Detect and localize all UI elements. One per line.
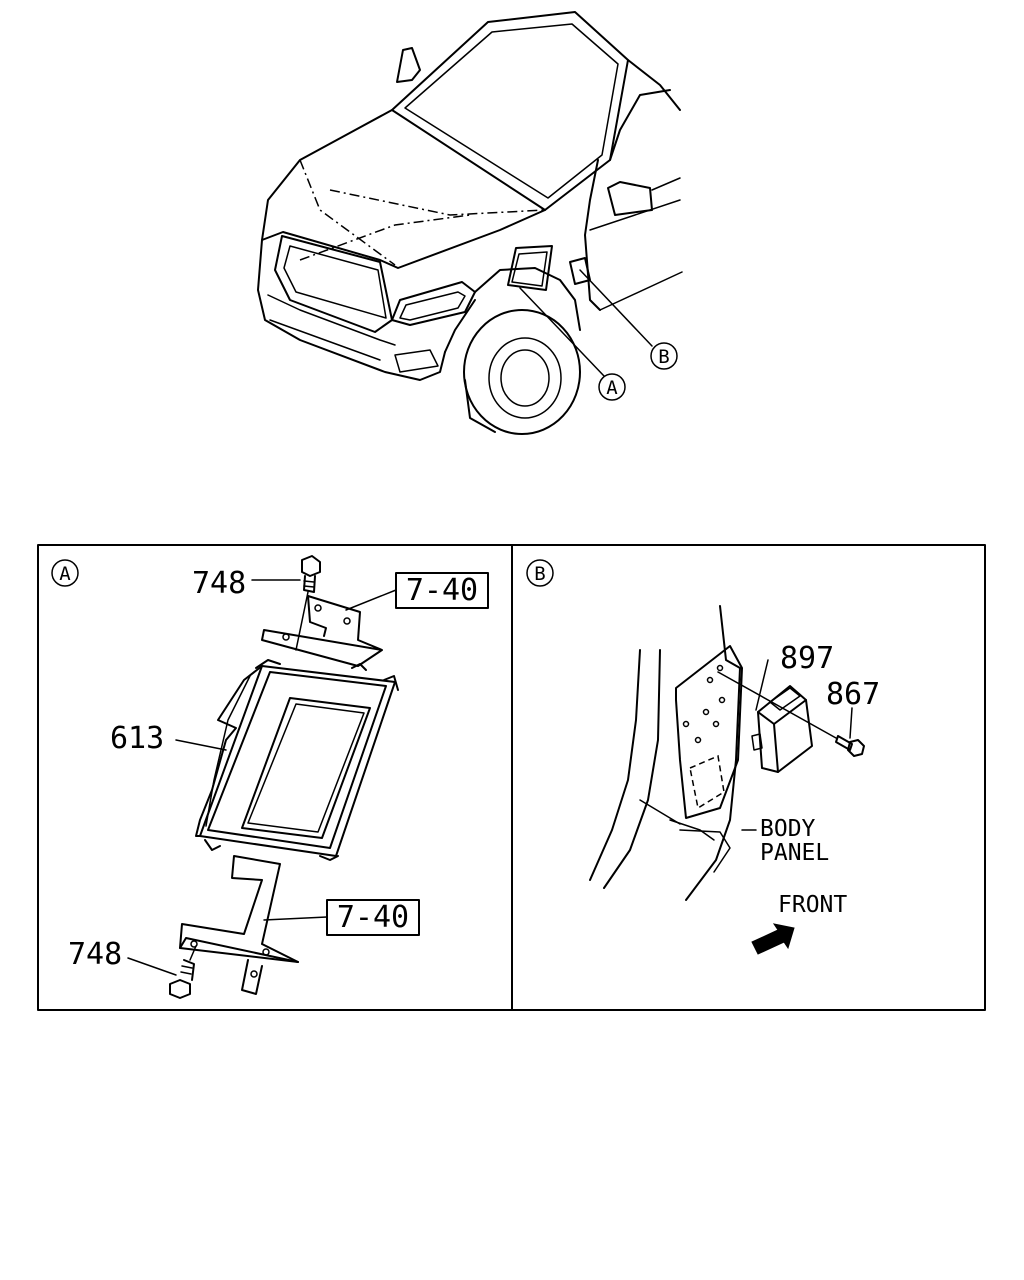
ref-7-40-bottom: 7-40	[337, 900, 409, 935]
part-number-748-bottom: 748	[68, 937, 122, 972]
bolt-top	[295, 555, 321, 651]
body-panel-pillar	[589, 605, 743, 901]
ref-7-40-top: 7-40	[406, 573, 478, 608]
panel-a: A 748 7-40	[51, 555, 489, 999]
bracket-bottom	[179, 855, 299, 995]
bracket-top	[261, 595, 383, 667]
bolt-867	[835, 735, 865, 757]
front-label: FRONT	[778, 892, 847, 918]
part-number-897: 897	[780, 641, 834, 676]
bolt-bottom	[169, 945, 197, 999]
module-897	[717, 671, 837, 773]
callout-a-label: A	[606, 377, 618, 399]
body-panel-label-line2: PANEL	[760, 840, 829, 866]
vehicle-overview: A B	[257, 11, 683, 435]
control-unit-613	[195, 659, 399, 861]
part-number-748-top: 748	[192, 566, 246, 601]
part-number-613: 613	[110, 721, 164, 756]
callout-a-marker: A	[598, 373, 626, 401]
panel-a-letter: A	[59, 563, 71, 585]
panel-b: B BODY PANEL	[526, 559, 880, 955]
body-panel-label-line1: BODY	[760, 816, 816, 842]
panel-b-letter: B	[534, 563, 545, 585]
front-arrow-icon	[751, 923, 795, 955]
callout-b-label: B	[658, 346, 669, 368]
part-number-867: 867	[826, 677, 880, 712]
callout-b-marker: B	[650, 342, 678, 370]
